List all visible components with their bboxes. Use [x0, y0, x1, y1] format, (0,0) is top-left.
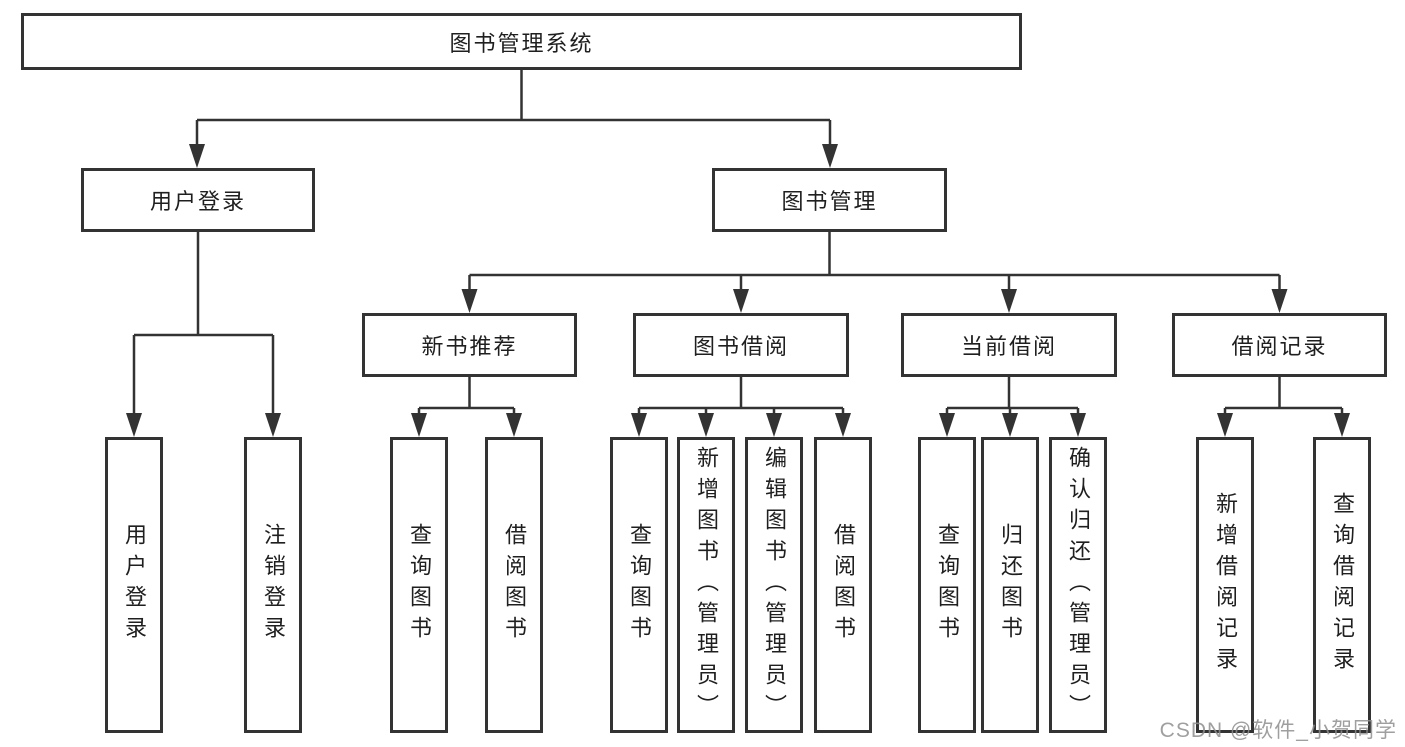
leaf-logout-label: 注销登录 [261, 523, 286, 647]
leaf-query-books-borrow: 查询图书 [610, 437, 668, 733]
node-book-management-label: 图书管理 [781, 189, 878, 214]
node-book-borrow: 图书借阅 [633, 313, 849, 377]
node-user-login-label: 用户登录 [149, 189, 246, 214]
leaf-query-books-recommend: 查询图书 [390, 437, 448, 733]
leaf-query-books-borrow-label: 查询图书 [627, 523, 652, 647]
leaf-confirm-return-admin-label: 确认归还（管理员） [1066, 445, 1091, 725]
node-book-management: 图书管理 [712, 168, 947, 232]
leaf-query-books-current-label: 查询图书 [935, 523, 960, 647]
watermark: CSDN @软件_小贺同学 [1159, 719, 1397, 742]
leaf-user-login: 用户登录 [105, 437, 163, 733]
leaf-edit-book-admin: 编辑图书（管理员） [745, 437, 803, 733]
leaf-confirm-return-admin: 确认归还（管理员） [1049, 437, 1107, 733]
leaf-borrow-books-label: 借阅图书 [831, 523, 856, 647]
leaf-add-book-admin-label: 新增图书（管理员） [694, 445, 719, 725]
leaf-add-book-admin: 新增图书（管理员） [677, 437, 735, 733]
leaf-return-book: 归还图书 [981, 437, 1039, 733]
node-book-borrow-label: 图书借阅 [692, 334, 789, 359]
leaf-return-book-label: 归还图书 [998, 523, 1023, 647]
node-borrow-records-label: 借阅记录 [1231, 334, 1328, 359]
leaf-add-borrow-record-label: 新增借阅记录 [1213, 492, 1238, 678]
leaf-edit-book-admin-label: 编辑图书（管理员） [762, 445, 787, 725]
node-new-book-recommend-label: 新书推荐 [421, 334, 518, 359]
leaf-borrow-books: 借阅图书 [814, 437, 872, 733]
leaf-borrow-books-recommend-label: 借阅图书 [502, 523, 527, 647]
node-current-borrow-label: 当前借阅 [960, 334, 1057, 359]
leaf-borrow-books-recommend: 借阅图书 [485, 437, 543, 733]
leaf-logout: 注销登录 [244, 437, 302, 733]
leaf-query-books-recommend-label: 查询图书 [407, 523, 432, 647]
leaf-query-borrow-record-label: 查询借阅记录 [1330, 492, 1355, 678]
node-current-borrow: 当前借阅 [901, 313, 1117, 377]
node-library-system-label: 图书管理系统 [449, 30, 594, 56]
node-user-login: 用户登录 [81, 168, 315, 232]
leaf-query-books-current: 查询图书 [918, 437, 976, 733]
leaf-add-borrow-record: 新增借阅记录 [1196, 437, 1254, 733]
node-borrow-records: 借阅记录 [1172, 313, 1387, 377]
node-library-system: 图书管理系统 [21, 13, 1022, 70]
leaf-query-borrow-record: 查询借阅记录 [1313, 437, 1371, 733]
leaf-user-login-label: 用户登录 [122, 523, 147, 647]
node-new-book-recommend: 新书推荐 [362, 313, 577, 377]
